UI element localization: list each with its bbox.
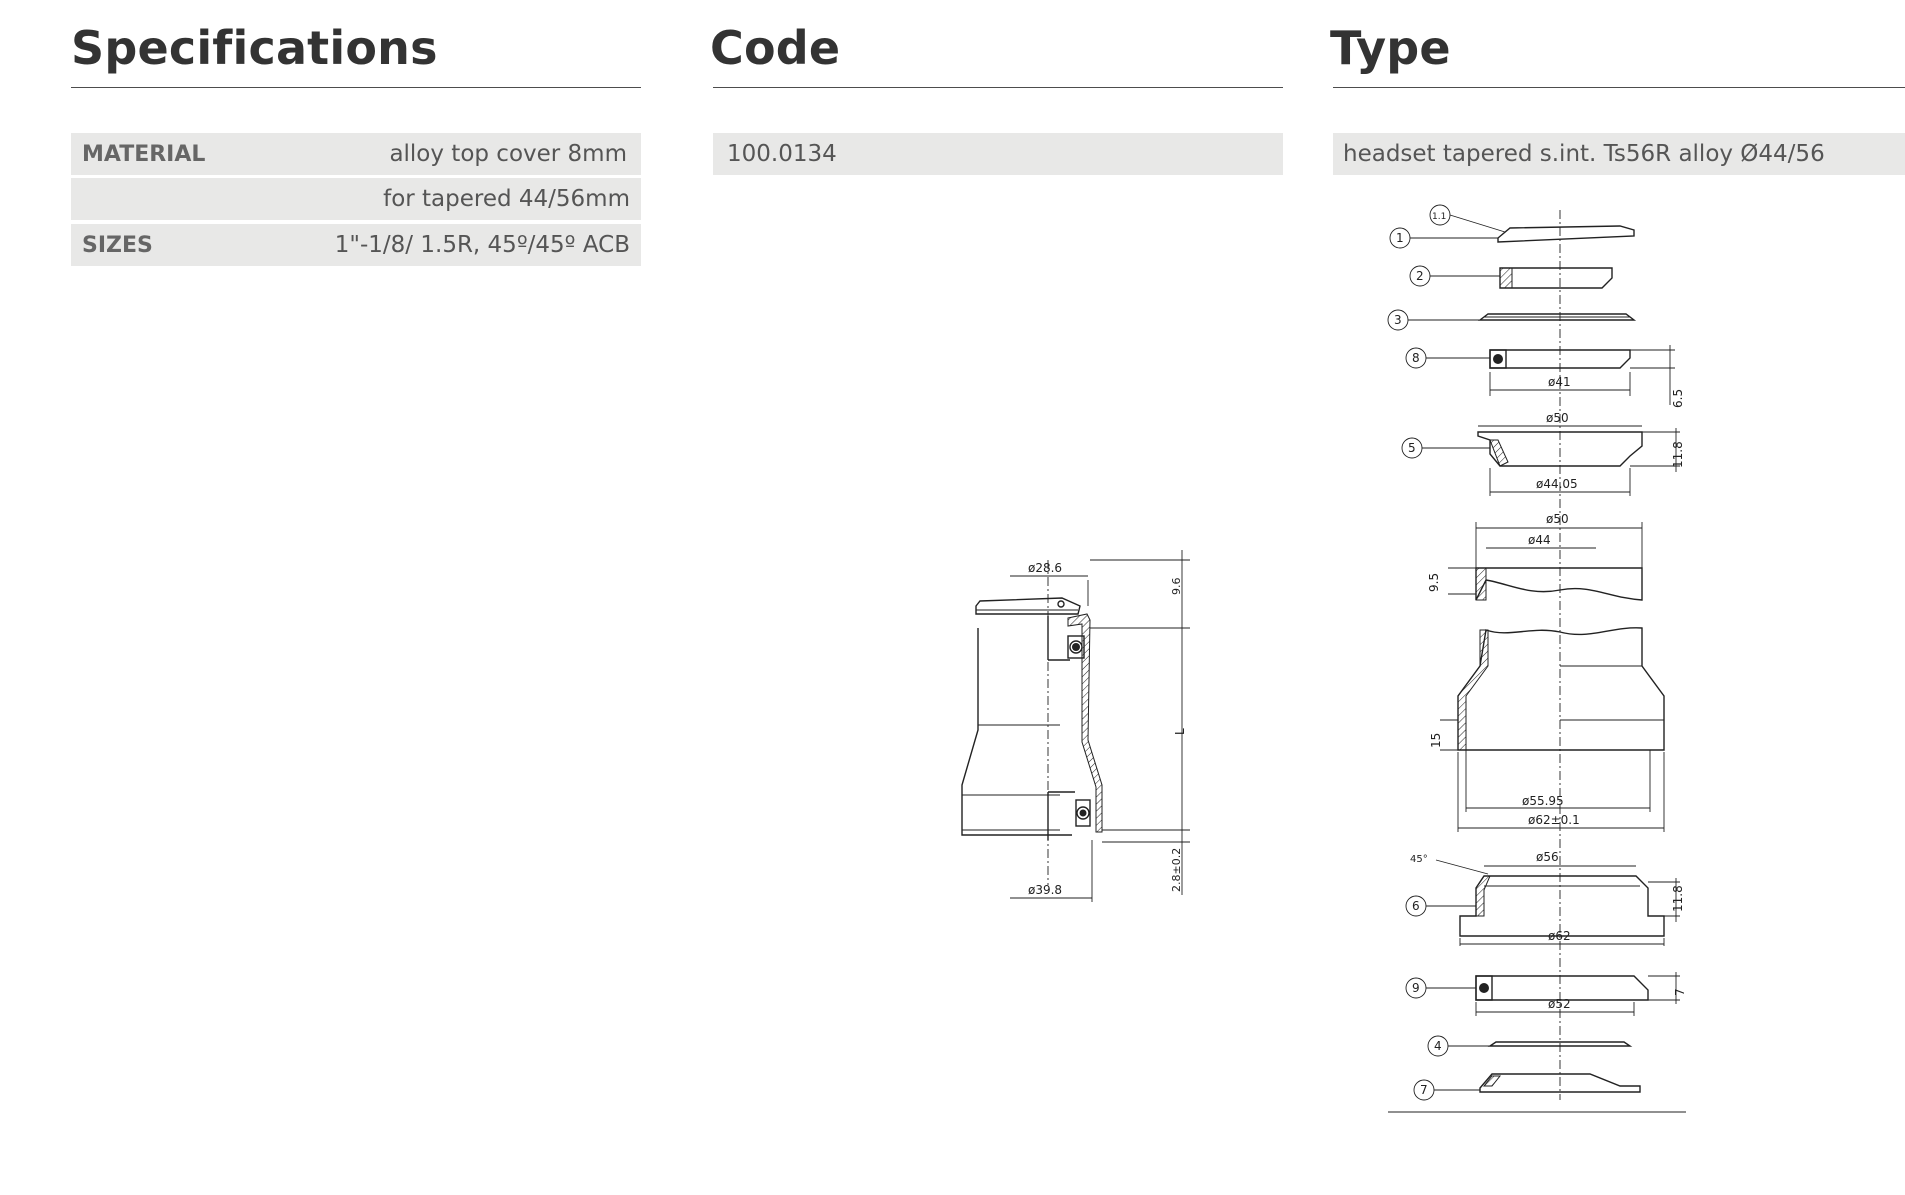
part-label-7: 7: [1420, 1083, 1428, 1097]
spec-label: SIZES: [82, 232, 153, 258]
part-label-9: 9: [1412, 981, 1420, 995]
code-heading: Code: [710, 21, 841, 75]
top-bore-dim: ø28.6: [1028, 561, 1062, 575]
part-label-6: 6: [1412, 899, 1420, 913]
dim-d52: ø52: [1548, 997, 1571, 1011]
dim-h118b: 11.8: [1671, 885, 1685, 912]
code-value-box: 100.0134: [713, 133, 1283, 175]
dim-d62a: ø62±0.1: [1528, 813, 1580, 827]
dim-d5595: ø55.95: [1522, 794, 1564, 808]
part-label-1: 1: [1396, 231, 1404, 245]
dim-angle: 45°: [1410, 854, 1428, 865]
part-label-1-1: 1.1: [1432, 212, 1446, 222]
assembly-section-drawing: 9.6 L 2.8±0.2 ø28.6 ø39.8: [961, 550, 1190, 902]
dim-h7: 7: [1673, 988, 1687, 996]
type-divider: [1333, 87, 1905, 88]
spec-value: 1"-1/8/ 1.5R, 45º/45º ACB: [334, 232, 630, 258]
spec-row-material: MATERIAL alloy top cover 8mm: [71, 133, 641, 175]
spec-value: alloy top cover 8mm: [389, 141, 627, 167]
specifications-heading: Specifications: [71, 21, 438, 75]
code-divider: [713, 87, 1283, 88]
dim-d50b: ø50: [1546, 512, 1569, 526]
dim-d56: ø56: [1536, 850, 1559, 864]
type-value: headset tapered s.int. Ts56R alloy Ø44/5…: [1343, 141, 1825, 167]
type-heading: Type: [1330, 21, 1451, 75]
stack-top-dim: 9.6: [1170, 578, 1183, 596]
part-label-3: 3: [1394, 313, 1402, 327]
dim-d50a: ø50: [1546, 411, 1569, 425]
specifications-divider: [71, 87, 641, 88]
stack-bottom-dim: 2.8±0.2: [1170, 848, 1183, 892]
bottom-bore-dim: ø39.8: [1028, 883, 1062, 897]
spec-row-sizes: SIZES 1"-1/8/ 1.5R, 45º/45º ACB: [71, 224, 641, 266]
dim-h95: 9.5: [1427, 573, 1441, 592]
type-value-box: headset tapered s.int. Ts56R alloy Ø44/5…: [1333, 133, 1905, 175]
part-label-5: 5: [1408, 441, 1416, 455]
dim-d4405: ø44.05: [1536, 477, 1578, 491]
exploded-view-drawing: 1.1 1 2 3 8 ø41 6.5 ø50 5 11.8 ø44.05 ø5…: [1387, 204, 1687, 1113]
dim-d41: ø41: [1548, 375, 1571, 389]
spec-value: for tapered 44/56mm: [383, 186, 630, 212]
part-label-8: 8: [1412, 351, 1420, 365]
dim-h15: 15: [1429, 733, 1443, 748]
length-dim: L: [1173, 728, 1187, 735]
dim-h118a: 11.8: [1671, 441, 1685, 468]
part-label-2: 2: [1416, 269, 1424, 283]
spec-row-material-cont: for tapered 44/56mm: [71, 178, 641, 220]
code-value: 100.0134: [727, 141, 837, 167]
part-label-4: 4: [1434, 1039, 1442, 1053]
dim-d44: ø44: [1528, 533, 1551, 547]
spec-label: MATERIAL: [82, 141, 206, 167]
dim-h65: 6.5: [1671, 389, 1685, 408]
dim-d62b: ø62: [1548, 929, 1571, 943]
